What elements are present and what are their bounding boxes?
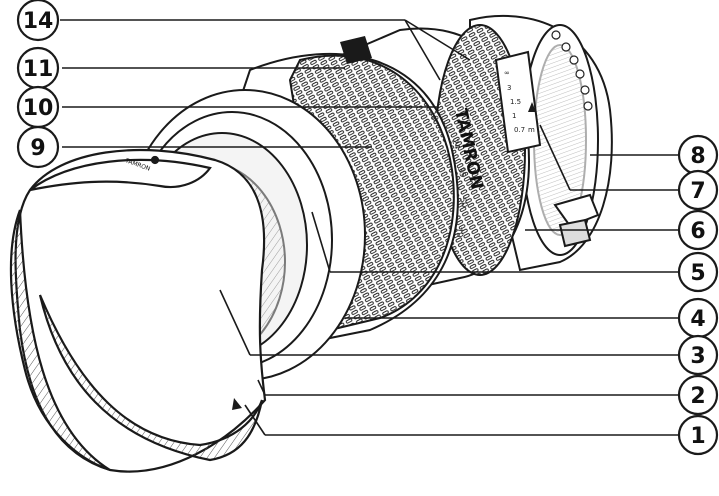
svg-text:11: 11 <box>23 57 54 82</box>
svg-text:10: 10 <box>23 96 54 121</box>
svg-text:18: 18 <box>428 110 440 123</box>
callout-5: 5 <box>677 251 719 293</box>
svg-text:0.7: 0.7 <box>514 126 525 134</box>
focus-scale-marks: ∞ 3 1.5 1 0.7 m <box>504 69 535 134</box>
callout-4: 4 <box>677 297 719 339</box>
callout-14: 14 <box>16 0 60 42</box>
callout-9: 9 <box>16 125 60 169</box>
zoom-lock-switch <box>553 193 600 248</box>
svg-text:5: 5 <box>690 261 705 286</box>
leader-lines <box>60 19 682 436</box>
callout-11: 11 <box>16 46 60 90</box>
hood-alignment-mark <box>232 398 242 410</box>
callout-2: 2 <box>677 374 719 416</box>
svg-text:4: 4 <box>690 307 705 332</box>
zoom-scale: 18 24 35 50 70 <box>428 110 469 239</box>
svg-text:7: 7 <box>690 179 705 204</box>
callout-1: 1 <box>677 414 719 456</box>
distance-scale-window: ∞ 3 1.5 1 0.7 m <box>494 50 542 154</box>
callout-8: 8 <box>677 134 719 176</box>
callout-10: 10 <box>16 85 60 129</box>
svg-text:2: 2 <box>690 384 705 409</box>
svg-text:8: 8 <box>690 144 705 169</box>
svg-text:1: 1 <box>512 112 516 120</box>
callout-3: 3 <box>677 334 719 376</box>
svg-text:24: 24 <box>450 138 462 150</box>
svg-text:35: 35 <box>456 166 467 178</box>
svg-text:70: 70 <box>454 227 465 239</box>
callout-6: 6 <box>677 209 719 251</box>
hood-index-dot <box>150 155 160 165</box>
svg-text:m: m <box>528 126 535 134</box>
callout-7: 7 <box>677 169 719 211</box>
lens-hood <box>9 148 267 473</box>
svg-text:1: 1 <box>690 424 705 449</box>
svg-text:∞: ∞ <box>504 69 510 77</box>
svg-text:6: 6 <box>690 219 705 244</box>
svg-text:50: 50 <box>458 196 469 208</box>
zoom-index-mark <box>340 36 372 64</box>
svg-text:1.5: 1.5 <box>510 98 521 106</box>
svg-text:3: 3 <box>690 344 705 369</box>
svg-text:9: 9 <box>30 136 45 161</box>
focus-index-mark <box>528 102 536 112</box>
callouts: 14 11 10 9 8 7 6 5 <box>16 0 719 456</box>
svg-text:14: 14 <box>23 9 54 34</box>
svg-text:3: 3 <box>507 84 511 92</box>
